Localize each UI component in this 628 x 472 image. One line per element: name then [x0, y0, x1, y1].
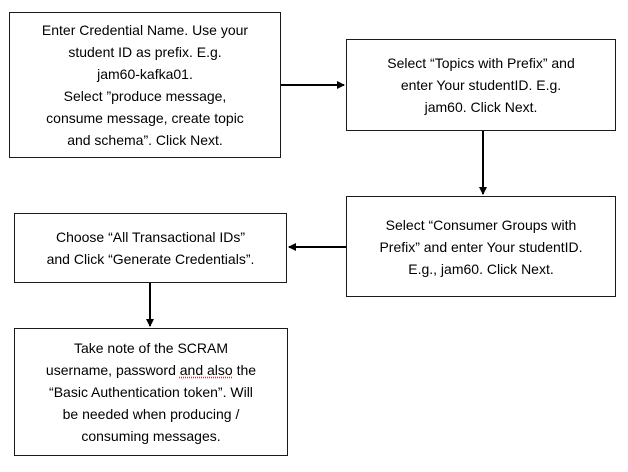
step3-line: E.g., jam60. Click Next. — [408, 260, 554, 277]
step-topics-prefix-box: Select “Topics with Prefix” and enter Yo… — [346, 39, 616, 131]
step1-line: and schema”. Click Next. — [67, 132, 223, 148]
step5-line: be needed when producing / — [62, 406, 240, 422]
step5-line: username, password and also the — [46, 359, 256, 381]
step5-line-part: the — [232, 362, 257, 378]
step1-line: student ID as prefix. E.g. — [68, 44, 222, 60]
step-credential-name-box: Enter Credential Name. Use your student … — [9, 12, 281, 158]
step2-line: jam60. Click Next. — [424, 99, 538, 115]
step4-line: and Click “Generate Credentials”. — [46, 251, 255, 267]
step3-line: Select “Consumer Groups with — [385, 216, 577, 233]
step4-line: Choose “All Transactional IDs” — [55, 229, 246, 245]
step2-line: Select “Topics with Prefix” and — [387, 55, 575, 71]
step5-line: “Basic Authentication token”. Will — [49, 384, 253, 400]
step-scram-note-box: Take note of the SCRAM username, passwor… — [14, 328, 288, 456]
step1-line: consume message, create topic — [46, 110, 244, 126]
step1-line: Enter Credential Name. Use your — [41, 22, 249, 38]
step5-line-part: username, password — [45, 362, 180, 378]
step1-line: Select ”produce message, — [63, 88, 227, 104]
step1-line: jam60-kafka01. — [97, 66, 193, 82]
step5-line: Take note of the SCRAM — [73, 340, 229, 356]
step-transactional-ids-box: Choose “All Transactional IDs” and Click… — [14, 213, 287, 283]
step-consumer-groups-box: Select “Consumer Groups with Prefix” and… — [346, 196, 616, 297]
step2-line: enter Your studentID. E.g. — [400, 77, 562, 93]
step5-line: consuming messages. — [81, 428, 221, 444]
step3-line: Prefix” and enter Your studentID. — [379, 238, 583, 255]
spellcheck-flagged-text: and also — [179, 362, 233, 378]
